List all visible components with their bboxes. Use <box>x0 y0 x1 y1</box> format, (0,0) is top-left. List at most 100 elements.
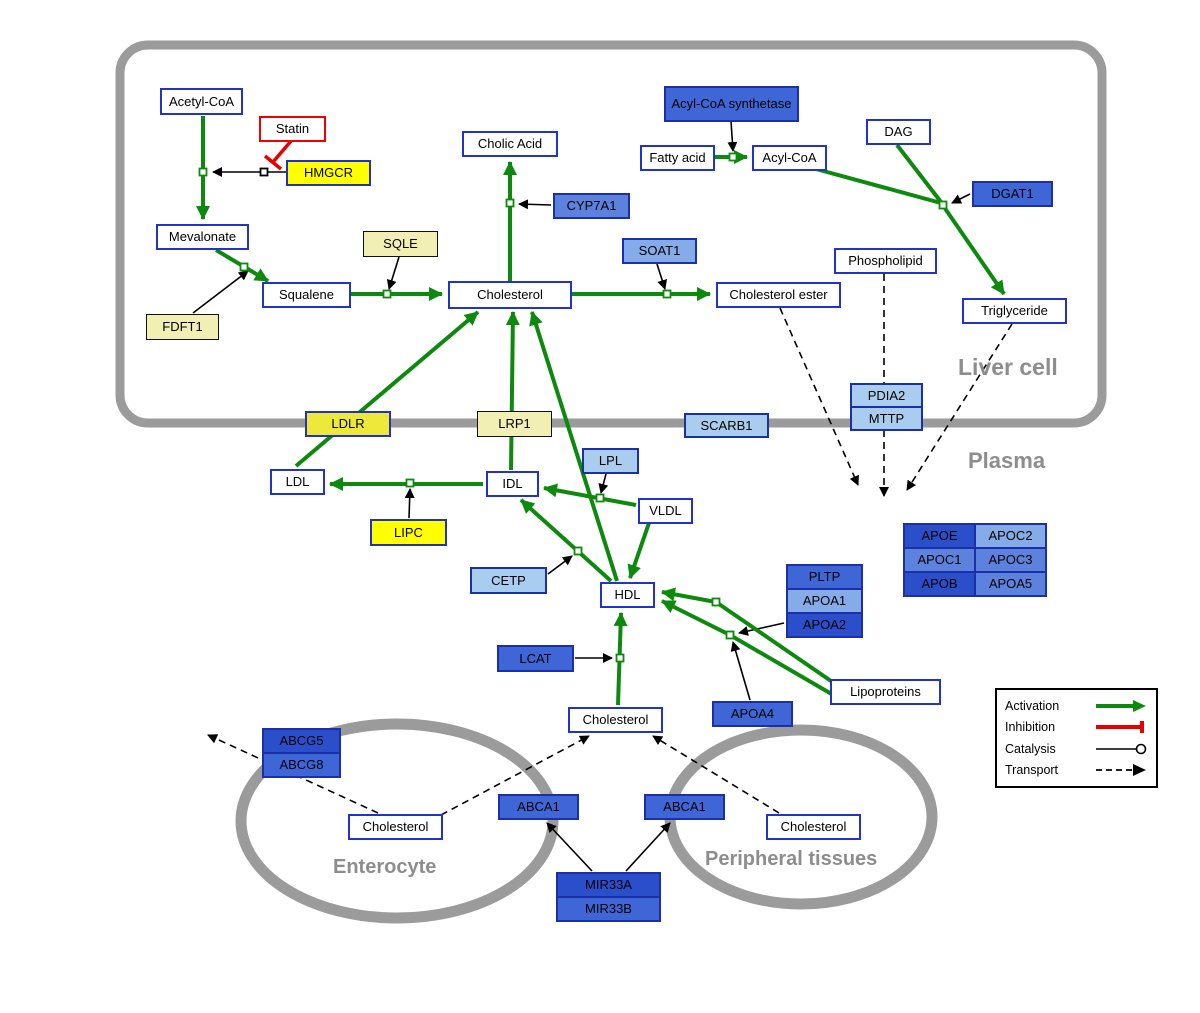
node-abcg5[interactable]: ABCG5 <box>262 728 341 754</box>
edge-statin-inhibition <box>271 139 293 164</box>
edge-junction-triglyceride <box>942 205 1006 296</box>
node-soat1[interactable]: SOAT1 <box>622 238 697 264</box>
node-cholesterol-liver[interactable]: Cholesterol <box>448 281 572 309</box>
edge-hdl-idl-cetp <box>519 498 613 583</box>
inhibition-tbar-icon <box>1096 721 1144 734</box>
peripheral-tissues-label: Peripheral tissues <box>705 848 878 870</box>
anchor-node <box>505 198 515 208</box>
node-apoa2[interactable]: APOA2 <box>786 612 863 638</box>
node-lipoproteins[interactable]: Lipoproteins <box>830 679 941 705</box>
edge-cyp7a1-catalysis <box>518 199 552 210</box>
node-apoc2[interactable]: APOC2 <box>974 523 1047 549</box>
anchor-node <box>725 630 735 640</box>
edge-vldl-idl <box>543 483 637 507</box>
legend-row-inhibition: Inhibition <box>1005 717 1148 737</box>
node-abca1-right[interactable]: ABCA1 <box>644 794 725 820</box>
node-squalene[interactable]: Squalene <box>262 282 351 308</box>
node-apoa4[interactable]: APOA4 <box>712 701 793 727</box>
node-pdia2[interactable]: PDIA2 <box>850 383 923 408</box>
edge-enterocyte-to-plasma-cholesterol <box>440 735 590 816</box>
node-mttp[interactable]: MTTP <box>850 406 923 431</box>
anchor-node <box>711 597 721 607</box>
node-cholesterol-plasma[interactable]: Cholesterol <box>568 707 663 733</box>
anchor-node <box>615 653 625 663</box>
node-statin[interactable]: Statin <box>259 116 326 142</box>
anchor-node <box>198 167 208 177</box>
edge-acylcoa-junction <box>815 167 942 205</box>
node-ldlr[interactable]: LDLR <box>305 411 391 437</box>
node-hmgcr[interactable]: HMGCR <box>286 160 371 186</box>
legend: Activation Inhibition Catalysis Transpor… <box>995 688 1158 788</box>
legend-catalysis-label: Catalysis <box>1005 741 1056 756</box>
node-scarb1[interactable]: SCARB1 <box>684 413 769 438</box>
node-triglyceride[interactable]: Triglyceride <box>962 298 1067 324</box>
node-lipc[interactable]: LIPC <box>370 519 447 546</box>
node-apob[interactable]: APOB <box>903 571 976 597</box>
edge-lipc-catalysis <box>404 488 415 519</box>
node-abca1-left[interactable]: ABCA1 <box>498 794 579 820</box>
node-dgat1[interactable]: DGAT1 <box>972 181 1053 207</box>
edge-acylcoasynthetase-catalysis <box>727 120 738 152</box>
node-acyl-coa[interactable]: Acyl-CoA <box>752 145 827 171</box>
edge-apoa4-catalysis <box>730 641 751 701</box>
node-pltp[interactable]: PLTP <box>786 564 863 590</box>
node-lpl[interactable]: LPL <box>582 448 639 474</box>
node-fatty-acid[interactable]: Fatty acid <box>640 145 715 171</box>
node-ldl[interactable]: LDL <box>270 469 325 495</box>
junction-anchors <box>198 152 948 663</box>
edge-apoa12-catalysis <box>738 622 785 636</box>
edge-hdl-cholesterol <box>529 311 619 582</box>
node-acyl-coa-synthetase[interactable]: Acyl-CoA synthetase <box>664 86 799 122</box>
node-cholesterol-ester[interactable]: Cholesterol ester <box>716 282 841 308</box>
legend-row-transport: Transport <box>1005 760 1148 780</box>
node-acetyl-coa[interactable]: Acetyl-CoA <box>160 88 243 115</box>
edge-idl-lrp1-cholesterol <box>505 311 520 471</box>
node-phospholipid[interactable]: Phospholipid <box>834 248 937 274</box>
node-cholic-acid[interactable]: Cholic Acid <box>462 131 558 157</box>
catalysis-circle-icon <box>1096 743 1147 754</box>
node-apoc1[interactable]: APOC1 <box>903 547 976 573</box>
enterocyte-membrane <box>235 718 559 924</box>
node-cholesterol-enterocyte[interactable]: Cholesterol <box>348 814 443 840</box>
node-cetp[interactable]: CETP <box>470 567 547 594</box>
node-apoa1[interactable]: APOA1 <box>786 588 863 614</box>
edge-fdft1-catalysis <box>192 270 249 314</box>
node-apoa5[interactable]: APOA5 <box>974 571 1047 597</box>
legend-inhibition-label: Inhibition <box>1005 720 1056 735</box>
node-idl[interactable]: IDL <box>486 471 539 497</box>
node-fdft1[interactable]: FDFT1 <box>146 314 219 340</box>
compartment-shapes <box>115 40 1107 924</box>
transport-dashed-arrow-icon <box>1096 763 1146 776</box>
legend-row-catalysis: Catalysis <box>1005 739 1148 759</box>
node-apoe[interactable]: APOE <box>903 523 976 549</box>
node-lrp1[interactable]: LRP1 <box>477 411 552 437</box>
node-hdl[interactable]: HDL <box>600 582 655 608</box>
node-sqle[interactable]: SQLE <box>363 231 438 257</box>
edge-dag-junction <box>895 143 943 204</box>
plasma-label: Plasma <box>968 448 1046 473</box>
activation-arrow-icon <box>1096 700 1146 712</box>
anchor-node <box>938 200 948 210</box>
node-mevalonate[interactable]: Mevalonate <box>156 224 249 250</box>
node-vldl[interactable]: VLDL <box>638 498 693 524</box>
node-mir33b[interactable]: MIR33B <box>556 896 661 922</box>
edge-vldl-hdl <box>627 522 651 579</box>
node-lcat[interactable]: LCAT <box>497 645 574 672</box>
node-cholesterol-peripheral[interactable]: Cholesterol <box>766 814 861 840</box>
node-dag[interactable]: DAG <box>866 119 931 145</box>
edge-sqle-catalysis <box>386 256 400 290</box>
anchor-node <box>405 478 415 488</box>
node-cyp7a1[interactable]: CYP7A1 <box>553 193 630 219</box>
edge-soat1-catalysis <box>656 263 668 290</box>
anchor-node <box>662 289 672 299</box>
edge-cholesterolester-plasma <box>779 307 859 486</box>
edge-mir33-abca1-right <box>625 822 671 872</box>
node-apoc3[interactable]: APOC3 <box>974 547 1047 573</box>
anchor-node <box>382 289 392 299</box>
edge-lpl-catalysis <box>598 473 609 494</box>
node-mir33a[interactable]: MIR33A <box>556 872 661 898</box>
node-abcg8[interactable]: ABCG8 <box>262 752 341 778</box>
anchor-node <box>728 152 738 162</box>
